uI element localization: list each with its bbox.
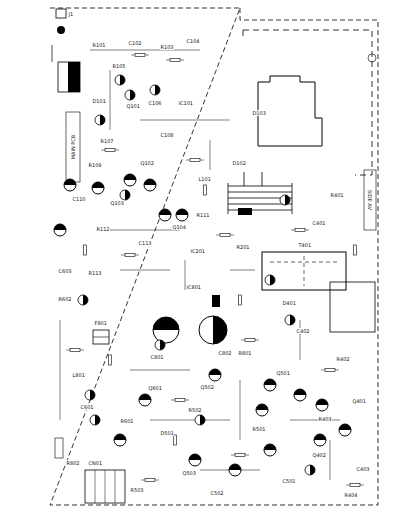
callout-number: IC101: [178, 100, 194, 106]
callout-number: Q102: [140, 160, 154, 166]
callout-number: D102: [232, 160, 246, 166]
callout-number: C110: [72, 196, 86, 202]
callout-number: R503: [130, 487, 144, 493]
callout-number: C104: [186, 38, 200, 44]
callout-number: R601: [120, 418, 134, 424]
callout-number: R802: [66, 460, 80, 466]
callout-number: C401: [312, 220, 326, 226]
callout-number: Q101: [126, 103, 140, 109]
callout-number: IC201: [190, 248, 206, 254]
callout-number: C501: [282, 478, 296, 484]
callout-number: C601: [80, 404, 94, 410]
callout-number: R402: [336, 356, 350, 362]
callout-number: R112: [96, 226, 110, 232]
callout-number: R501: [252, 426, 266, 432]
callout-number: R201: [236, 244, 250, 250]
callout-number: R109: [88, 162, 102, 168]
board-marking: MAIN PCB: [70, 134, 76, 159]
callout-number: C603: [58, 268, 72, 274]
callout-number: R401: [330, 192, 344, 198]
callout-number: R111: [196, 212, 210, 218]
callout-number: Q103: [110, 200, 124, 206]
callout-number: C106: [148, 100, 162, 106]
callout-number: R403: [318, 416, 332, 422]
callout-number: C102: [128, 40, 142, 46]
callout-number: Q502: [200, 384, 214, 390]
callout-number: C113: [138, 240, 152, 246]
callout-number: J1: [68, 11, 74, 17]
callout-number: T401: [298, 242, 312, 248]
callout-number: R404: [344, 492, 358, 498]
callout-number: F801: [94, 320, 107, 326]
callout-number: IC801: [186, 284, 202, 290]
callout-number: C403: [356, 466, 370, 472]
callout-number: R107: [100, 138, 114, 144]
callout-number: Q503: [182, 470, 196, 476]
callout-number: R502: [188, 407, 202, 413]
callout-number: C402: [296, 328, 310, 334]
callout-number: CN01: [88, 460, 103, 466]
callout-number: D101: [92, 98, 106, 104]
callout-number: L801: [72, 372, 85, 378]
callout-number: D401: [282, 300, 296, 306]
callout-number: R113: [88, 270, 102, 276]
callout-number: C108: [160, 132, 174, 138]
callout-number: D103: [252, 110, 266, 116]
board-marking: SIDE AV: [367, 190, 373, 211]
callout-number: C802: [218, 350, 232, 356]
callout-number: C502: [210, 490, 224, 496]
callout-number: Q501: [276, 370, 290, 376]
callout-number: Q402: [312, 452, 326, 458]
callout-number: R103: [160, 44, 174, 50]
callout-number: R105: [112, 63, 126, 69]
callout-number: Q104: [172, 224, 186, 230]
callout-number: Q601: [148, 385, 162, 391]
callout-number: R101: [92, 42, 106, 48]
callout-number: R602: [58, 296, 72, 302]
callout-number: Q401: [352, 398, 366, 404]
callout-number: D501: [160, 430, 174, 436]
callout-number: R801: [238, 350, 252, 356]
callout-number: L101: [198, 176, 211, 182]
callout-number: C801: [150, 354, 164, 360]
